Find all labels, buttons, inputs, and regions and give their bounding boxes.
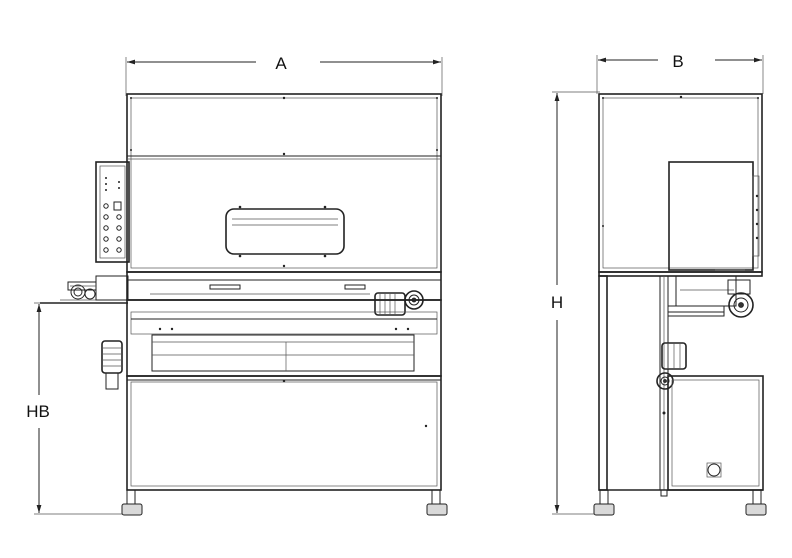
side-filter-tank [667, 375, 764, 491]
side-view [593, 93, 767, 516]
front-upper-cabinet [126, 93, 442, 273]
front-control-panel [95, 161, 130, 263]
dimension-hb: HB [26, 302, 128, 515]
dimension-h: H [551, 91, 600, 515]
dimension-label-b: B [672, 52, 683, 71]
dimension-label-a: A [275, 54, 287, 73]
front-bed-roller [151, 334, 415, 372]
dimension-label-h: H [551, 293, 563, 312]
front-view [40, 93, 448, 516]
front-pump-motor [101, 340, 123, 374]
dimension-b: B [596, 52, 764, 94]
front-lower-cabinet [126, 375, 442, 491]
dimension-a: A [125, 54, 443, 96]
front-inspection-window [225, 208, 345, 255]
dimension-label-hb: HB [26, 402, 50, 421]
side-electrical-cabinet [668, 161, 754, 271]
side-upper-cabinet [598, 93, 763, 273]
